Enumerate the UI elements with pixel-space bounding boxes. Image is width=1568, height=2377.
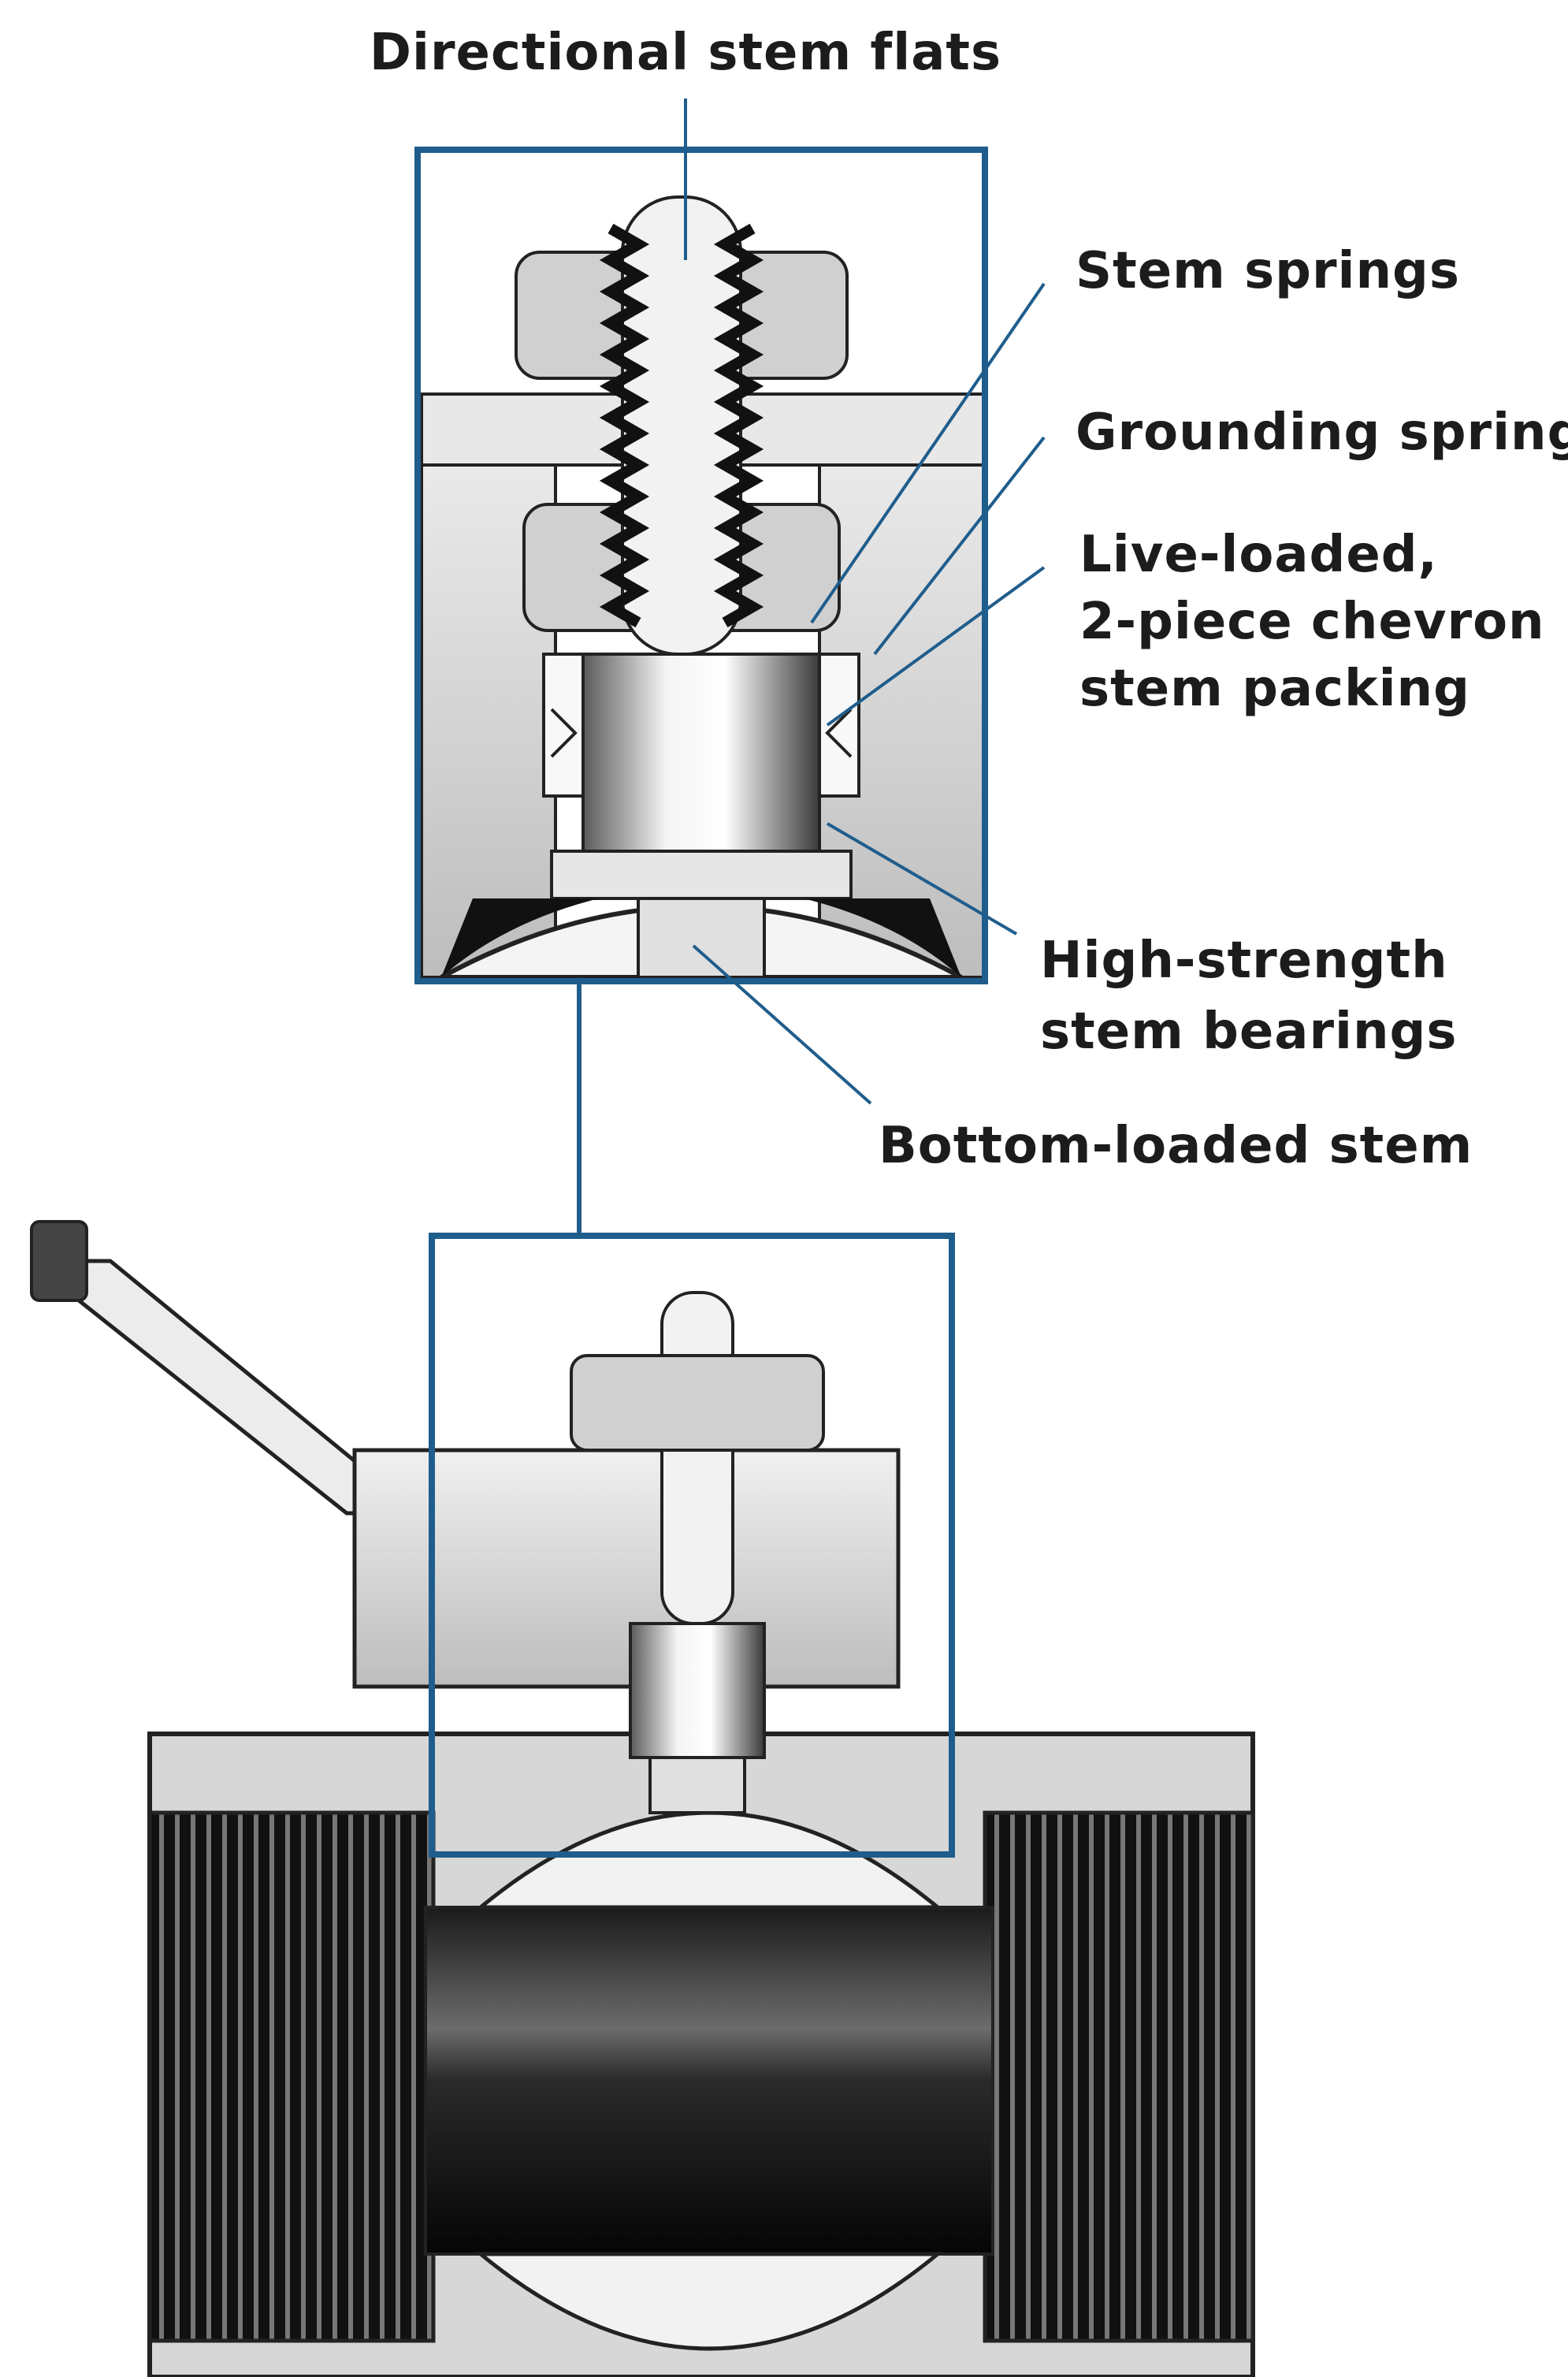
left-thread (147, 1810, 436, 2343)
mini-top-nut (570, 1354, 825, 1452)
mini-stem-flats (660, 1291, 734, 1625)
handle-cap (30, 1220, 88, 1302)
label-live-loaded-line3: stem packing (1079, 660, 1470, 718)
mini-tang (648, 1756, 746, 1814)
label-stem-springs: Stem springs (1076, 242, 1460, 300)
mini-stem-lower (629, 1622, 766, 1759)
callout-line-stem-bearings (826, 822, 1018, 936)
housing-left (420, 392, 557, 979)
label-high-strength-line1: High-strength (1040, 932, 1448, 990)
flow-bore (424, 1906, 994, 2256)
callout-line-stem-springs (810, 282, 1046, 624)
detail-frame (414, 147, 988, 984)
callout-line-chevron-packing (826, 566, 1046, 727)
right-thread (983, 1810, 1255, 2343)
callout-line-bottom-loaded-stem (692, 944, 872, 1105)
actuator-housing (352, 1448, 901, 1689)
callout-line-grounding-spring (873, 436, 1046, 656)
stem-springs (599, 223, 764, 628)
stem-flats (621, 195, 742, 656)
label-live-loaded-line2: 2-piece chevron (1079, 593, 1545, 651)
zoom-frame (429, 1233, 955, 1858)
full-valve-view (30, 1220, 1255, 2377)
stem-tang (637, 897, 766, 979)
detail-view (414, 147, 988, 984)
callout-lines (684, 99, 1046, 1105)
label-live-loaded-line1: Live-loaded, (1079, 526, 1438, 584)
label-grounding-spring: Grounding spring (1076, 404, 1568, 462)
stem-bearings (550, 850, 853, 900)
chevron-packing (542, 653, 860, 798)
label-directional-stem-flats: Directional stem flats (370, 24, 1001, 82)
label-high-strength-line2: stem bearings (1040, 1003, 1457, 1061)
label-bottom-loaded-stem: Bottom-loaded stem (879, 1117, 1473, 1175)
stem-lower (581, 653, 821, 853)
